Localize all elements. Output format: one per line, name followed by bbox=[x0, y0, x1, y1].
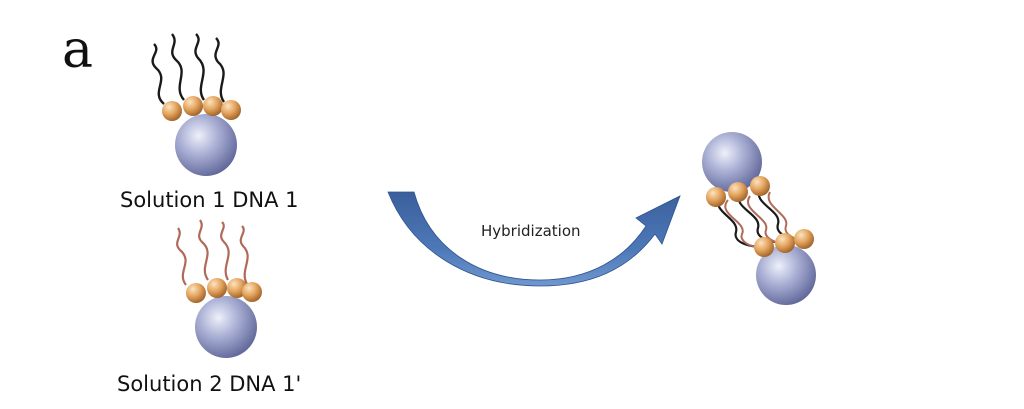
linker-bead bbox=[750, 176, 770, 196]
dna1-strand bbox=[716, 195, 761, 248]
solution1-caption: Solution 1 DNA 1 bbox=[120, 188, 299, 212]
gold-particle bbox=[702, 132, 762, 192]
dna1-strand bbox=[170, 33, 185, 101]
linker-bead bbox=[207, 278, 227, 298]
gold-particle bbox=[175, 114, 237, 176]
nanoparticle-dna1-prime bbox=[176, 219, 262, 358]
gold-particle bbox=[195, 296, 257, 358]
hybridized-dimer bbox=[702, 132, 816, 305]
linker-bead bbox=[754, 237, 774, 257]
dna1-prime-strand bbox=[220, 221, 230, 281]
dna1-strand bbox=[151, 43, 165, 105]
linker-bead bbox=[162, 101, 182, 121]
linker-bead bbox=[242, 282, 262, 302]
linker-bead bbox=[728, 182, 748, 202]
solution2-caption: Solution 2 DNA 1' bbox=[117, 372, 302, 396]
linker-bead bbox=[227, 278, 247, 298]
linker-bead bbox=[706, 187, 726, 207]
panel-label: a bbox=[62, 20, 94, 80]
linker-bead bbox=[203, 96, 223, 116]
dna1-strand bbox=[214, 37, 226, 103]
dna1-strand bbox=[194, 33, 206, 101]
nanoparticle-dna1 bbox=[151, 33, 241, 176]
hybridization-arrow bbox=[387, 191, 681, 287]
linker-bead bbox=[794, 229, 814, 249]
gold-particle bbox=[756, 245, 816, 305]
linker-bead bbox=[183, 96, 203, 116]
dna1-prime-strand bbox=[176, 227, 187, 286]
linker-bead bbox=[775, 233, 795, 253]
linker-bead bbox=[221, 100, 241, 120]
linker-bead bbox=[186, 283, 206, 303]
dna1-prime-strand bbox=[198, 219, 209, 281]
hybridization-label: Hybridization bbox=[481, 222, 581, 240]
dna1-prime-strand bbox=[239, 225, 249, 285]
